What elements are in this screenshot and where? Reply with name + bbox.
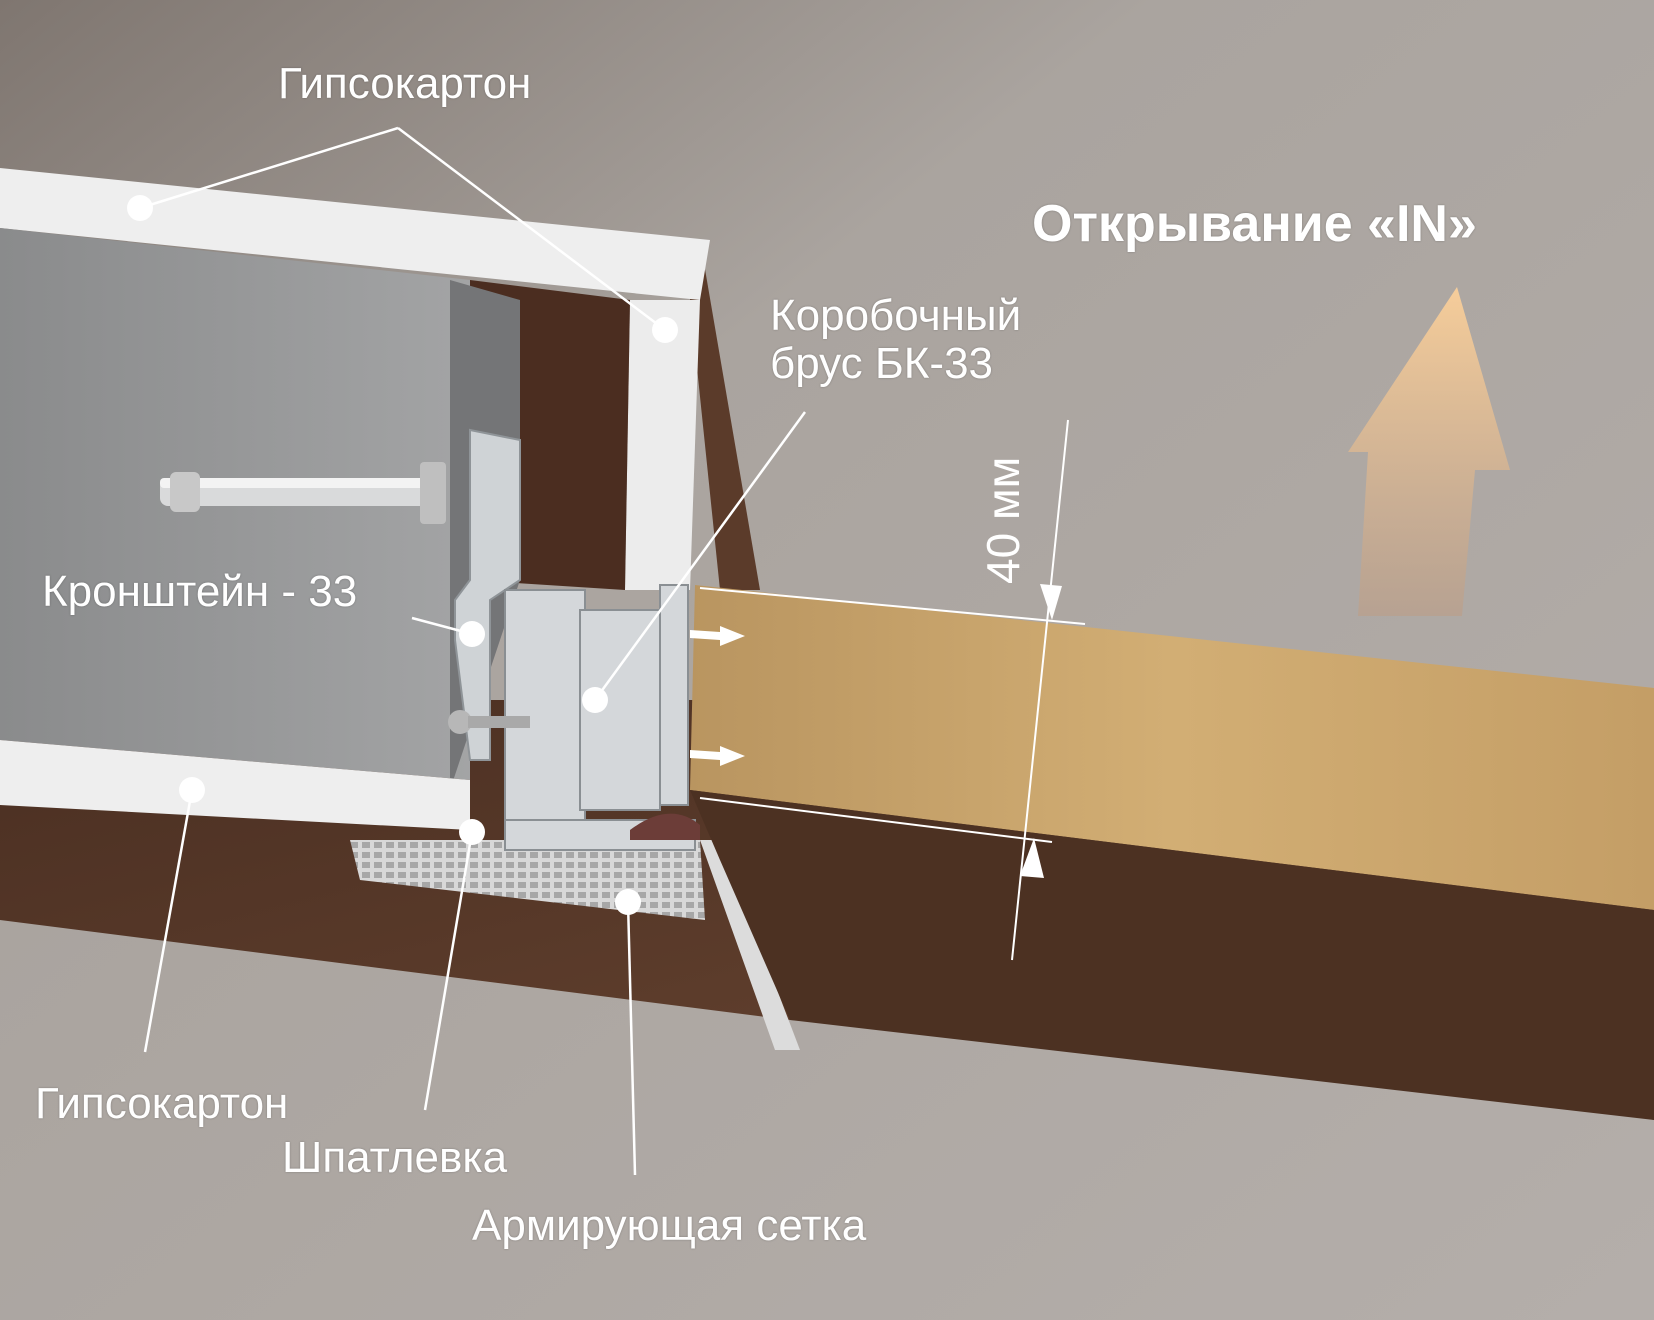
putty-strip (700, 840, 800, 1050)
leader-dots (127, 195, 678, 915)
label-drywall-top: Гипсокартон (278, 59, 532, 108)
wall-side (690, 240, 760, 590)
clip-arrows (690, 626, 745, 766)
label-frame-bar-line1: Коробочный (770, 291, 1022, 340)
dimension-lines (699, 419, 1086, 961)
screw-icon (448, 710, 530, 734)
label-frame-bar-line2: брус БК-33 (770, 339, 994, 389)
door-leaf-wood (690, 585, 1654, 910)
bracket-profile (454, 428, 521, 761)
label-dimension: 40 мм (977, 456, 1029, 584)
label-opening-direction: Открывание «IN» (1032, 195, 1477, 253)
label-frame-bar: Коробочный брус БК-33 (770, 291, 1070, 389)
label-bracket: Кронштейн - 33 (42, 567, 358, 616)
up-arrow-icon (1348, 287, 1510, 616)
drywall-bottom (0, 740, 470, 830)
drywall-right (625, 300, 700, 590)
dimension-arrow-bottom (1020, 838, 1044, 878)
label-drywall-bottom: Гипсокартон (35, 1079, 289, 1128)
door-seal (630, 813, 700, 840)
dimension-arrow-top (1040, 584, 1062, 620)
frame-bar-profile (504, 584, 696, 851)
label-reinforcing-mesh: Армирующая сетка (472, 1201, 867, 1250)
drywall-top (0, 168, 710, 300)
leader-lines (139, 126, 807, 1176)
label-putty: Шпатлевка (282, 1133, 508, 1182)
door-leaf-shadow (690, 790, 1654, 1120)
